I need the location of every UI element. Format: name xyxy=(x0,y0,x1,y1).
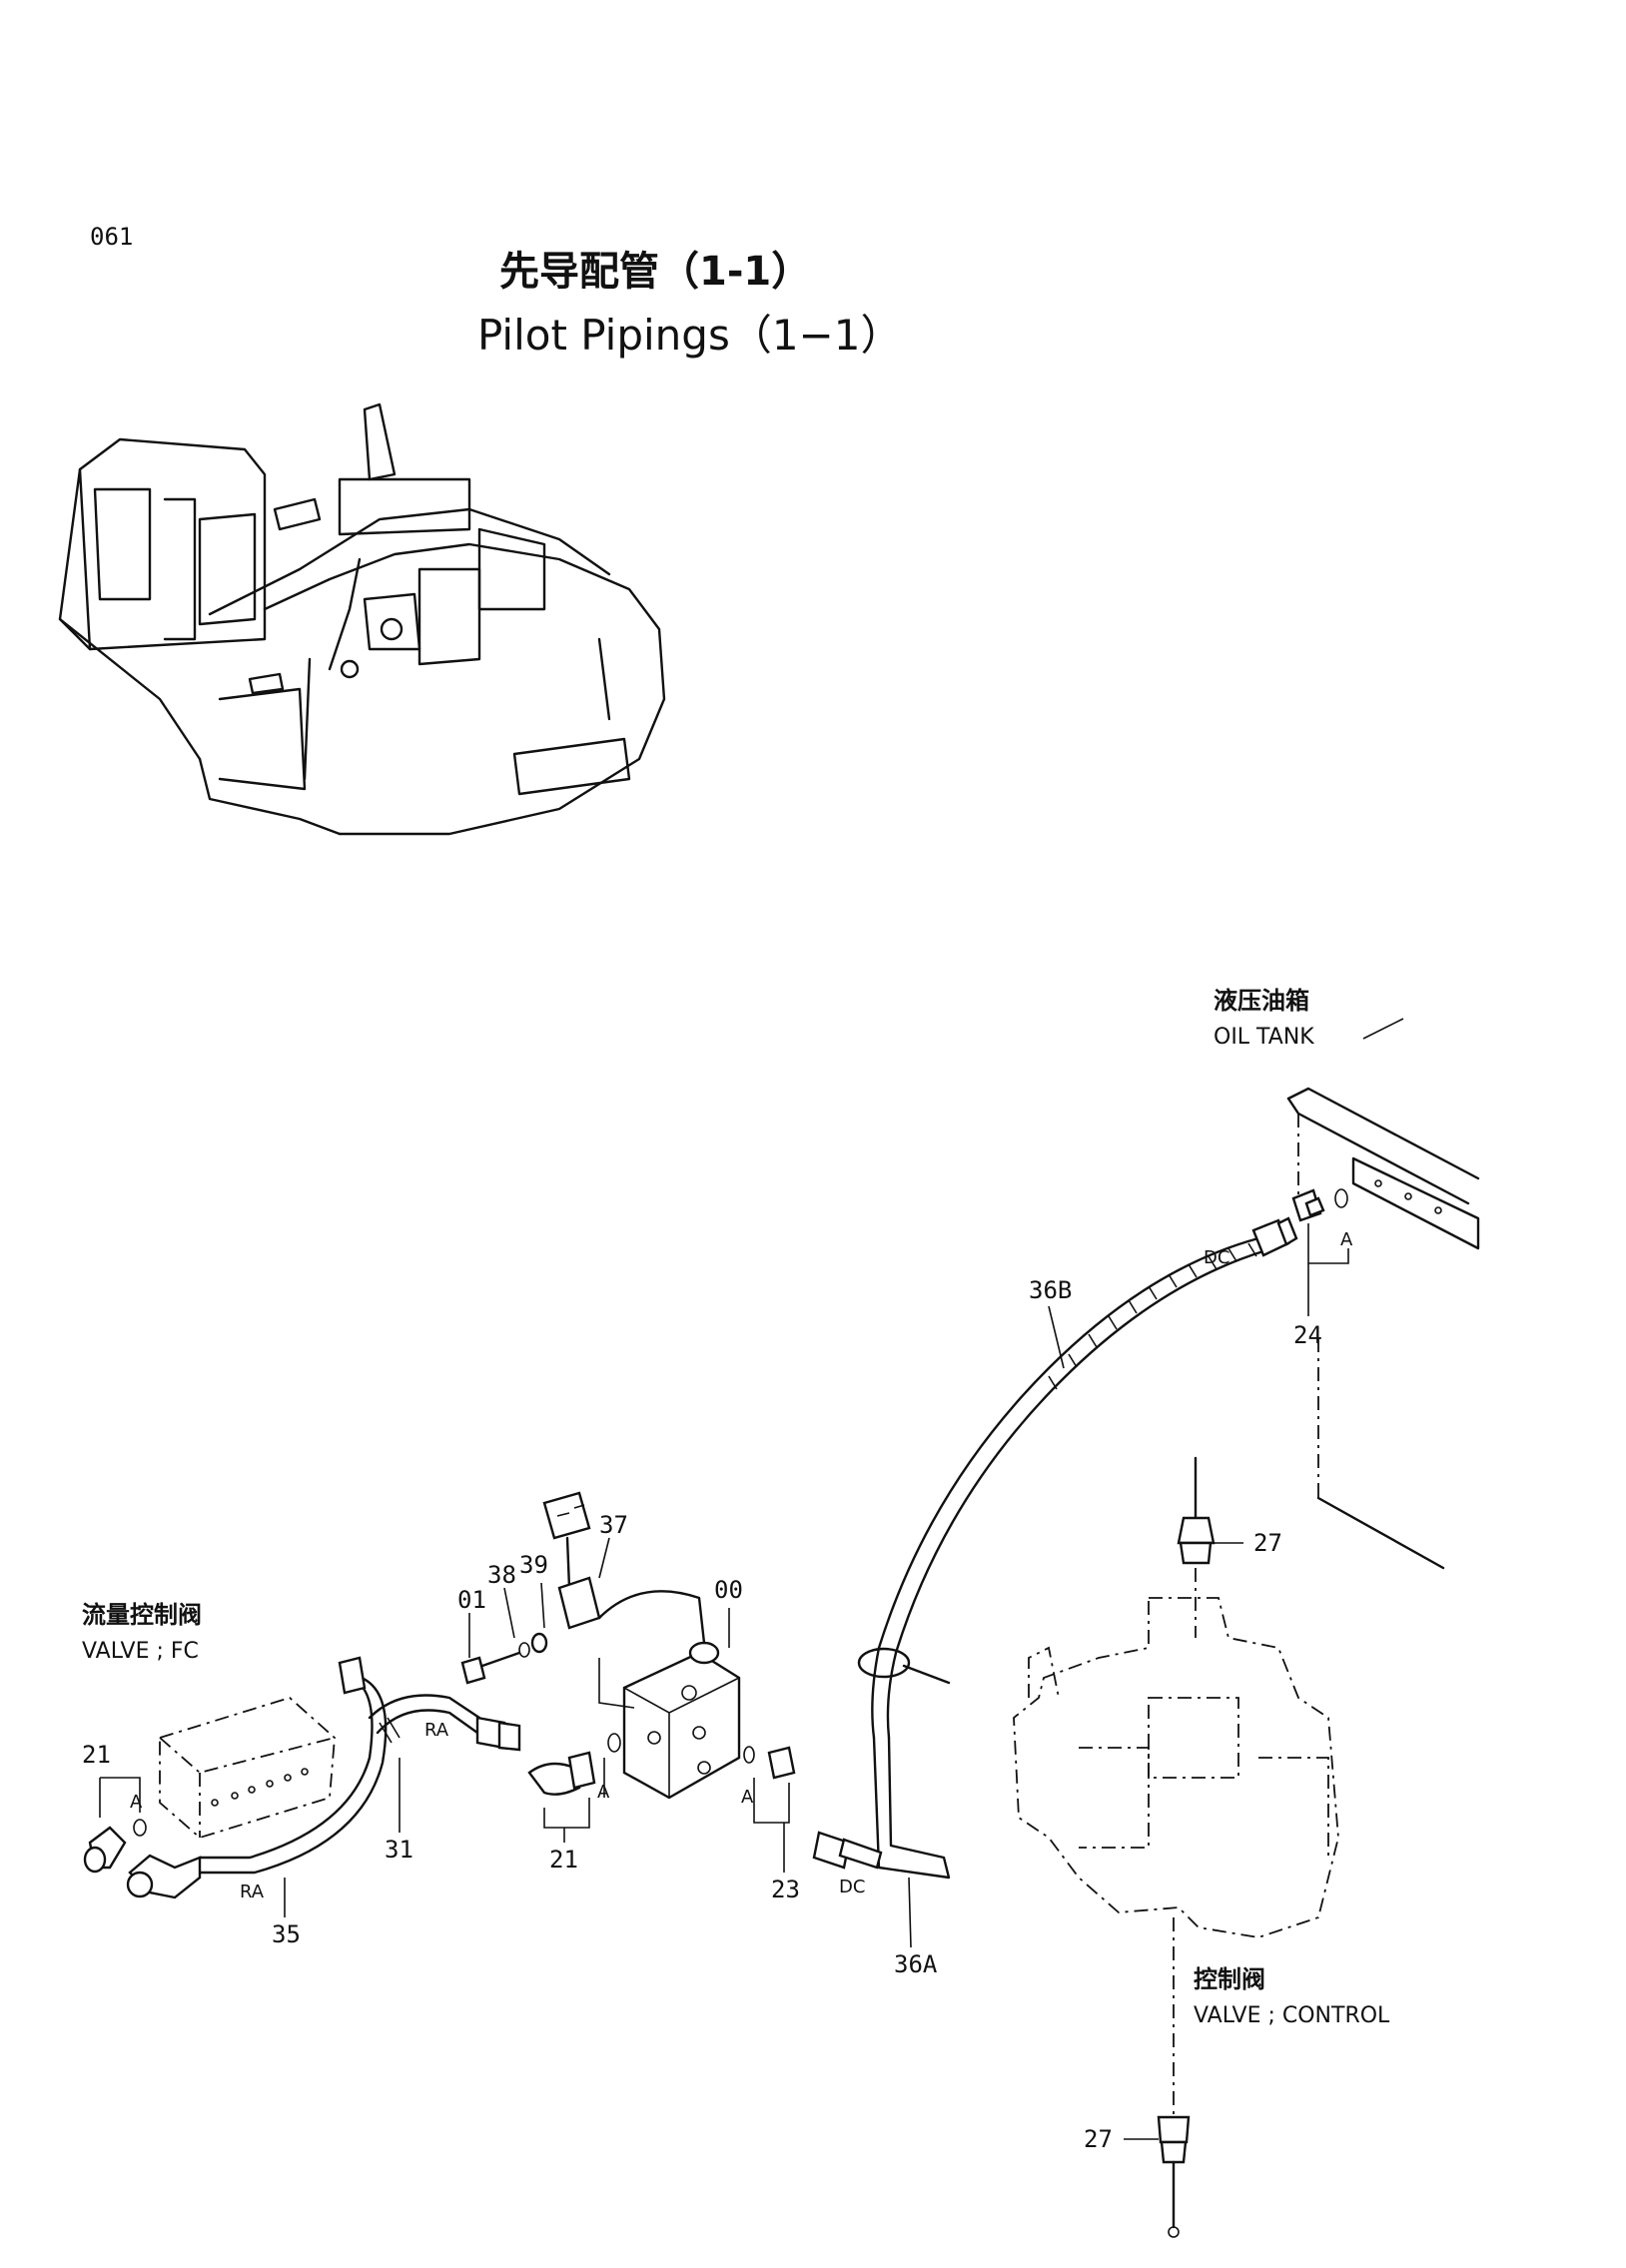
hose-35 xyxy=(126,1656,388,1899)
callout-00: 00 xyxy=(714,1576,743,1604)
callout-21-middle: 21 xyxy=(549,1846,578,1874)
marker-a-tank: A xyxy=(1340,1229,1353,1250)
control-valve-illustration xyxy=(1013,1597,1339,1938)
callout-21-left: 21 xyxy=(82,1741,111,1769)
callout-36a: 36A xyxy=(894,1950,938,1978)
washer-38 xyxy=(503,1587,530,1658)
leader-36a xyxy=(908,1877,912,1948)
title-english: Pilot Pipings（1−1） xyxy=(477,311,902,360)
callout-39: 39 xyxy=(519,1551,548,1579)
sensor-27-top xyxy=(1177,1456,1243,1638)
elbow-21-left xyxy=(83,1777,147,1874)
fitting-24 xyxy=(1291,1188,1349,1264)
solenoid-valve-00 xyxy=(597,1590,741,1800)
title-chinese: 先导配管（1-1） xyxy=(499,249,811,295)
svg-text:VALVE ; FC: VALVE ; FC xyxy=(82,1639,199,1664)
svg-text:控制阀: 控制阀 xyxy=(1194,1965,1265,1993)
oil-tank-label: 液压油箱 OIL TANK xyxy=(1214,987,1314,1050)
callout-01: 01 xyxy=(457,1586,486,1614)
marker-dc-tank: DC xyxy=(1204,1247,1229,1268)
callout-31: 31 xyxy=(385,1836,413,1864)
svg-text:OIL TANK: OIL TANK xyxy=(1214,1025,1314,1050)
callout-27-top: 27 xyxy=(1253,1529,1282,1557)
marker-ra-35: RA xyxy=(240,1882,265,1902)
hose-36b xyxy=(877,1216,1298,1655)
connector-37 xyxy=(542,1491,610,1630)
callout-37: 37 xyxy=(599,1511,628,1539)
marker-a-fc: A xyxy=(130,1792,143,1813)
callout-23: 23 xyxy=(771,1876,800,1903)
fitting-23 xyxy=(743,1746,796,1824)
excavator-overview-illustration xyxy=(58,402,666,836)
leader-36b xyxy=(1048,1305,1065,1369)
fc-valve-illustration xyxy=(159,1696,336,1840)
callout-24: 24 xyxy=(1293,1321,1322,1349)
callout-36b: 36B xyxy=(1029,1276,1072,1304)
sensor-27-bottom xyxy=(1124,1917,1191,2238)
hose-31 xyxy=(368,1694,521,1752)
fc-valve-label: 流量控制阀 VALVE ; FC xyxy=(82,1601,202,1664)
svg-text:VALVE ; CONTROL: VALVE ; CONTROL xyxy=(1194,2003,1390,2028)
callout-38: 38 xyxy=(487,1561,516,1589)
marker-ra-31: RA xyxy=(424,1720,449,1741)
washer-39 xyxy=(530,1582,548,1654)
marker-dc-valve: DC xyxy=(839,1877,865,1897)
marker-a-mid: A xyxy=(597,1782,610,1803)
oil-tank-illustration xyxy=(1286,1018,1480,1570)
svg-text:液压油箱: 液压油箱 xyxy=(1214,987,1309,1015)
bolt-01 xyxy=(460,1613,521,1685)
callout-35: 35 xyxy=(272,1920,301,1948)
callout-27-bottom: 27 xyxy=(1084,2125,1113,2153)
svg-text:流量控制阀: 流量控制阀 xyxy=(82,1601,202,1629)
marker-a-23: A xyxy=(741,1787,754,1808)
page-number: 061 xyxy=(90,223,133,251)
control-valve-label: 控制阀 VALVE ; CONTROL xyxy=(1194,1965,1390,2028)
hose-36a xyxy=(812,1646,951,1880)
elbow-21-middle xyxy=(527,1733,621,1829)
